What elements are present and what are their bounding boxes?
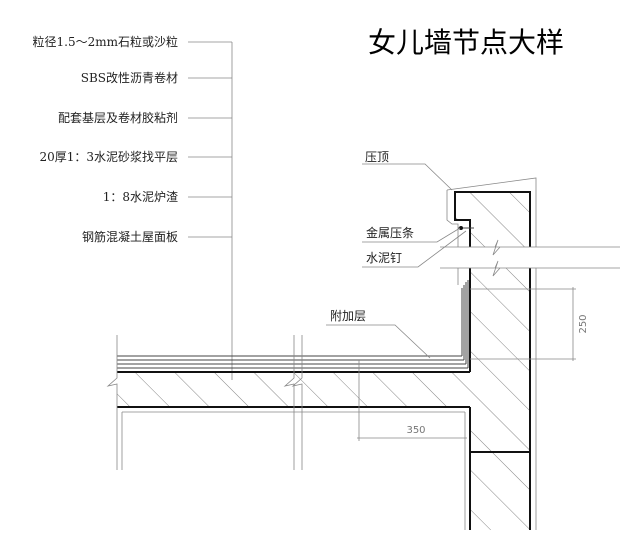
roof-layers [117, 280, 469, 369]
layer-label-gravel: 粒径1.5～2mm石粒或沙粒 [33, 34, 178, 49]
callouts: 压顶 金属压条 水泥钉 附加层 [326, 150, 467, 359]
callout-coping: 压顶 [365, 150, 389, 164]
dimension-label-250: 250 [578, 314, 589, 333]
concrete-sections [117, 192, 530, 530]
layer-label-sbs: SBS改性沥青卷材 [81, 70, 178, 85]
coping-outline [446, 177, 537, 530]
callout-cement-nail: 水泥钉 [366, 251, 402, 265]
metal-strip-icon [459, 226, 463, 230]
roof-slab [106, 335, 470, 530]
parapet-wall [420, 177, 620, 530]
layer-label-screed: 20厚1：3水泥砂浆找平层 [39, 149, 178, 164]
layer-labels: 粒径1.5～2mm石粒或沙粒 SBS改性沥青卷材 配套基层及卷材胶粘剂 20厚1… [33, 34, 233, 380]
dimension-label-350: 350 [406, 425, 425, 436]
callout-metal-strip: 金属压条 [366, 225, 414, 240]
layer-label-adhesive: 配套基层及卷材胶粘剂 [58, 110, 178, 125]
drawing-title: 女儿墙节点大样 [368, 26, 564, 59]
callout-additional-layer: 附加层 [330, 309, 366, 323]
dimension-250: 250 [470, 287, 589, 361]
layer-leader-lines [188, 41, 233, 380]
dimension-350: 350 [357, 360, 467, 441]
layer-label-slag: 1：8水泥炉渣 [103, 190, 178, 204]
layer-label-slab: 钢筋混凝土屋面板 [82, 229, 178, 244]
